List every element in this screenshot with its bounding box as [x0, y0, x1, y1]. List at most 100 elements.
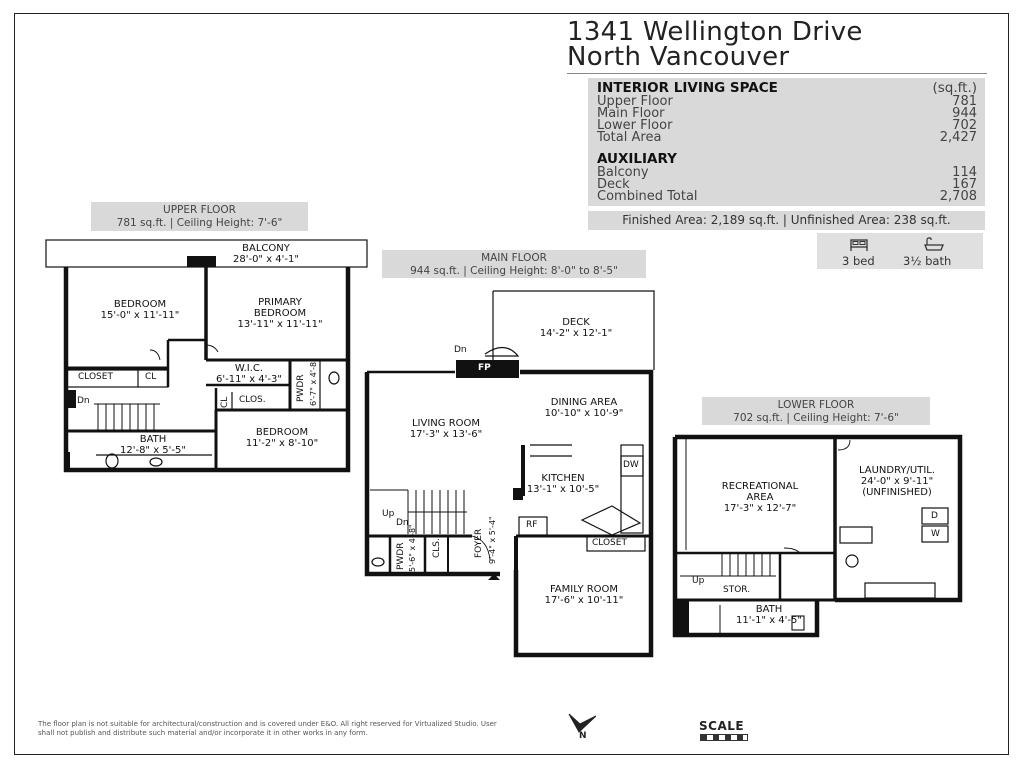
main-fp-label: FP — [478, 363, 491, 373]
lower-washer-label: W — [931, 529, 940, 539]
upper-floor-title: UPPER FLOOR — [163, 204, 236, 216]
upper-pwdr-label: PWDR — [296, 374, 306, 402]
lower-floor-subtitle: 702 sq.ft. | Ceiling Height: 7'-6" — [733, 412, 899, 424]
scale-bar — [700, 734, 748, 741]
summary-row-deck: Deck 167 — [597, 178, 977, 191]
bed-icon — [850, 239, 868, 251]
row-value: 2,427 — [939, 130, 977, 145]
summary-row-main: Main Floor 944 — [597, 107, 977, 120]
scale-label: SCALE — [699, 719, 745, 733]
main-dining-label: DINING AREA 10'-10" x 10'-9" — [545, 397, 624, 419]
upper-floor-subtitle: 781 sq.ft. | Ceiling Height: 7'-6" — [116, 217, 283, 229]
row-label: Total Area — [597, 130, 662, 145]
room-name: FAMILY ROOM — [549, 584, 619, 595]
room-dims: 28'-0" x 4'-1" — [232, 254, 300, 265]
room-dims: 13'-11" x 11'-11" — [237, 319, 323, 330]
main-foyer-label: FOYER — [474, 528, 484, 558]
upper-cl-label: CL — [145, 372, 157, 382]
row-label: Lower Floor — [597, 118, 673, 133]
room-name: BATH — [755, 604, 783, 615]
room-dims: 17'-3" x 12'-7" — [723, 503, 797, 514]
main-closet-label: CLOSET — [592, 538, 627, 548]
main-deck-label: DECK 14'-2" x 12'-1" — [540, 317, 612, 339]
row-value: 114 — [952, 165, 977, 180]
main-floor-title: MAIN FLOOR — [481, 252, 547, 264]
interior-heading-row: INTERIOR LIVING SPACE (sq.ft.) — [597, 80, 977, 96]
upper-dn-label: Dn — [77, 396, 90, 406]
room-name: LAUNDRY/UTIL. — [858, 465, 936, 476]
main-dw-label: DW — [623, 460, 639, 470]
bed-bath-box: 3 bed 3½ bath — [817, 233, 983, 269]
main-cls-label: CLS. — [432, 538, 442, 558]
lower-floor-title: LOWER FLOOR — [777, 399, 855, 411]
room-dims: 14'-2" x 12'-1" — [539, 328, 613, 339]
upper-closet-label: CLOSET — [78, 372, 113, 382]
row-label: Deck — [597, 177, 630, 192]
room-name: BATH — [139, 434, 167, 445]
lower-floor-banner: LOWER FLOOR 702 sq.ft. | Ceiling Height:… — [702, 397, 930, 425]
upper-cl2-label: CL — [220, 396, 230, 408]
main-kitchen-label: KITCHEN 13'-1" x 10'-5" — [527, 473, 599, 495]
room-name: BALCONY — [242, 243, 290, 254]
summary-row-total: Total Area 2,427 — [597, 131, 977, 144]
row-value: 702 — [952, 118, 977, 133]
row-value: 2,708 — [939, 189, 977, 204]
room-dims: 11'-2" x 8'-10" — [245, 438, 319, 449]
room-dims: 13'-1" x 10'-5" — [526, 484, 600, 495]
upper-wic-label: W.I.C. 6'-11" x 4'-3" — [216, 363, 282, 385]
finished-area-line: Finished Area: 2,189 sq.ft. | Unfinished… — [588, 211, 985, 230]
main-up-label: Up — [382, 509, 395, 519]
fireplace — [456, 360, 519, 378]
room-name: LIVING ROOM — [411, 418, 481, 429]
upper-bath-label: BATH 12'-8" x 5'-5" — [120, 434, 186, 456]
upper-bedroom-2-label: BEDROOM 11'-2" x 8'-10" — [246, 427, 318, 449]
row-label: Main Floor — [597, 106, 665, 121]
main-floor-banner: MAIN FLOOR 944 sq.ft. | Ceiling Height: … — [382, 250, 646, 278]
upper-clos-label: CLOS. — [239, 395, 266, 405]
upper-balcony-label: BALCONY 28'-0" x 4'-1" — [233, 243, 299, 265]
auxiliary-heading: AUXILIARY — [597, 151, 677, 167]
main-living-label: LIVING ROOM 17'-3" x 13'-6" — [410, 418, 482, 440]
main-dn-label: Dn — [454, 345, 467, 355]
auxiliary-heading-row: AUXILIARY — [597, 151, 977, 167]
upper-pwdr-dims: 6'-7" x 4'-8" — [309, 358, 318, 406]
summary-row-lower: Lower Floor 702 — [597, 119, 977, 132]
room-name: BEDROOM — [113, 299, 167, 310]
summary-row-combined: Combined Total 2,708 — [597, 190, 977, 203]
bath-count: 3½ bath — [903, 254, 952, 268]
summary-row-balcony: Balcony 114 — [597, 166, 977, 179]
area-summary-table — [588, 78, 985, 206]
row-label: Combined Total — [597, 189, 698, 204]
bed-count: 3 bed — [842, 254, 875, 268]
lower-rec-label: RECREATIONAL AREA 17'-3" x 12'-7" — [722, 481, 798, 514]
room-dims: 10'-10" x 10'-9" — [544, 408, 624, 419]
upper-floor-banner: UPPER FLOOR 781 sq.ft. | Ceiling Height:… — [91, 202, 308, 231]
north-label: N — [579, 731, 587, 741]
main-deck-outline — [493, 290, 655, 370]
room-name: DINING AREA — [550, 397, 618, 408]
north-arrow-icon — [568, 713, 597, 733]
row-value: 944 — [952, 106, 977, 121]
room-name: KITCHEN — [541, 473, 585, 484]
lower-exterior-walls — [675, 434, 963, 603]
room-dims: 12'-8" x 5'-5" — [119, 445, 187, 456]
room-dims: 15'-0" x 11'-11" — [100, 310, 180, 321]
main-pwdr-dims: 5'-6" x 4'-8" — [408, 524, 417, 572]
room-note: (UNFINISHED) — [862, 487, 932, 498]
bathtub-icon — [924, 237, 944, 251]
summary-row-upper: Upper Floor 781 — [597, 95, 977, 108]
upper-bedroom-1-label: BEDROOM 15'-0" x 11'-11" — [101, 299, 180, 321]
upper-chimney — [187, 256, 216, 267]
address-line-2: North Vancouver — [567, 42, 790, 72]
unit-label: (sq.ft.) — [932, 80, 977, 96]
room-name: RECREATIONAL — [721, 481, 799, 492]
room-name: BEDROOM — [253, 308, 307, 319]
lower-stor-label: STOR. — [723, 585, 751, 595]
room-name: AREA — [746, 492, 774, 503]
lower-up-label: Up — [692, 576, 705, 586]
row-label: Balcony — [597, 165, 649, 180]
room-name: PRIMARY — [258, 297, 302, 308]
main-foyer-dims: 9'-4" x 5'-4" — [488, 516, 497, 564]
lower-laundry-label: LAUNDRY/UTIL. 24'-0" x 9'-11" (UNFINISHE… — [859, 465, 935, 498]
room-dims: 11'-1" x 4'-5" — [735, 615, 803, 626]
